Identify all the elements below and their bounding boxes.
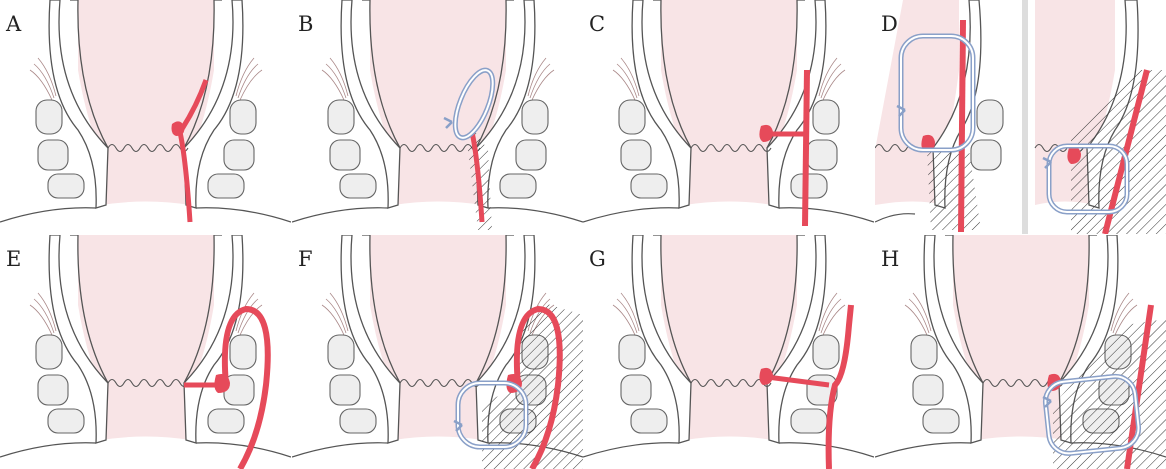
anatomy-diagram	[875, 0, 1166, 234]
panel-d: D	[875, 0, 1166, 234]
anatomy-diagram	[875, 235, 1166, 469]
panel-f: F	[292, 235, 583, 469]
panel-b: B	[292, 0, 583, 234]
anatomy-diagram	[292, 235, 583, 469]
anatomy-diagram	[292, 0, 583, 234]
panel-letter: B	[298, 12, 313, 36]
panel-h: H	[875, 235, 1166, 469]
panel-e: E	[0, 235, 291, 469]
panel-letter: D	[881, 12, 898, 36]
panel-letter: A	[6, 12, 21, 36]
panel-letter: E	[6, 247, 21, 271]
panel-a: A	[0, 0, 291, 234]
anatomy-diagram	[583, 0, 874, 234]
anatomy-diagram	[0, 235, 291, 469]
anatomy-diagram	[0, 0, 291, 234]
panel-letter: F	[298, 247, 313, 271]
panel-g: G	[583, 235, 874, 469]
panel-letter: C	[589, 12, 605, 36]
panel-c: C	[583, 0, 874, 234]
panel-letter: G	[589, 247, 606, 271]
anatomy-diagram	[583, 235, 874, 469]
panel-letter: H	[881, 247, 899, 271]
